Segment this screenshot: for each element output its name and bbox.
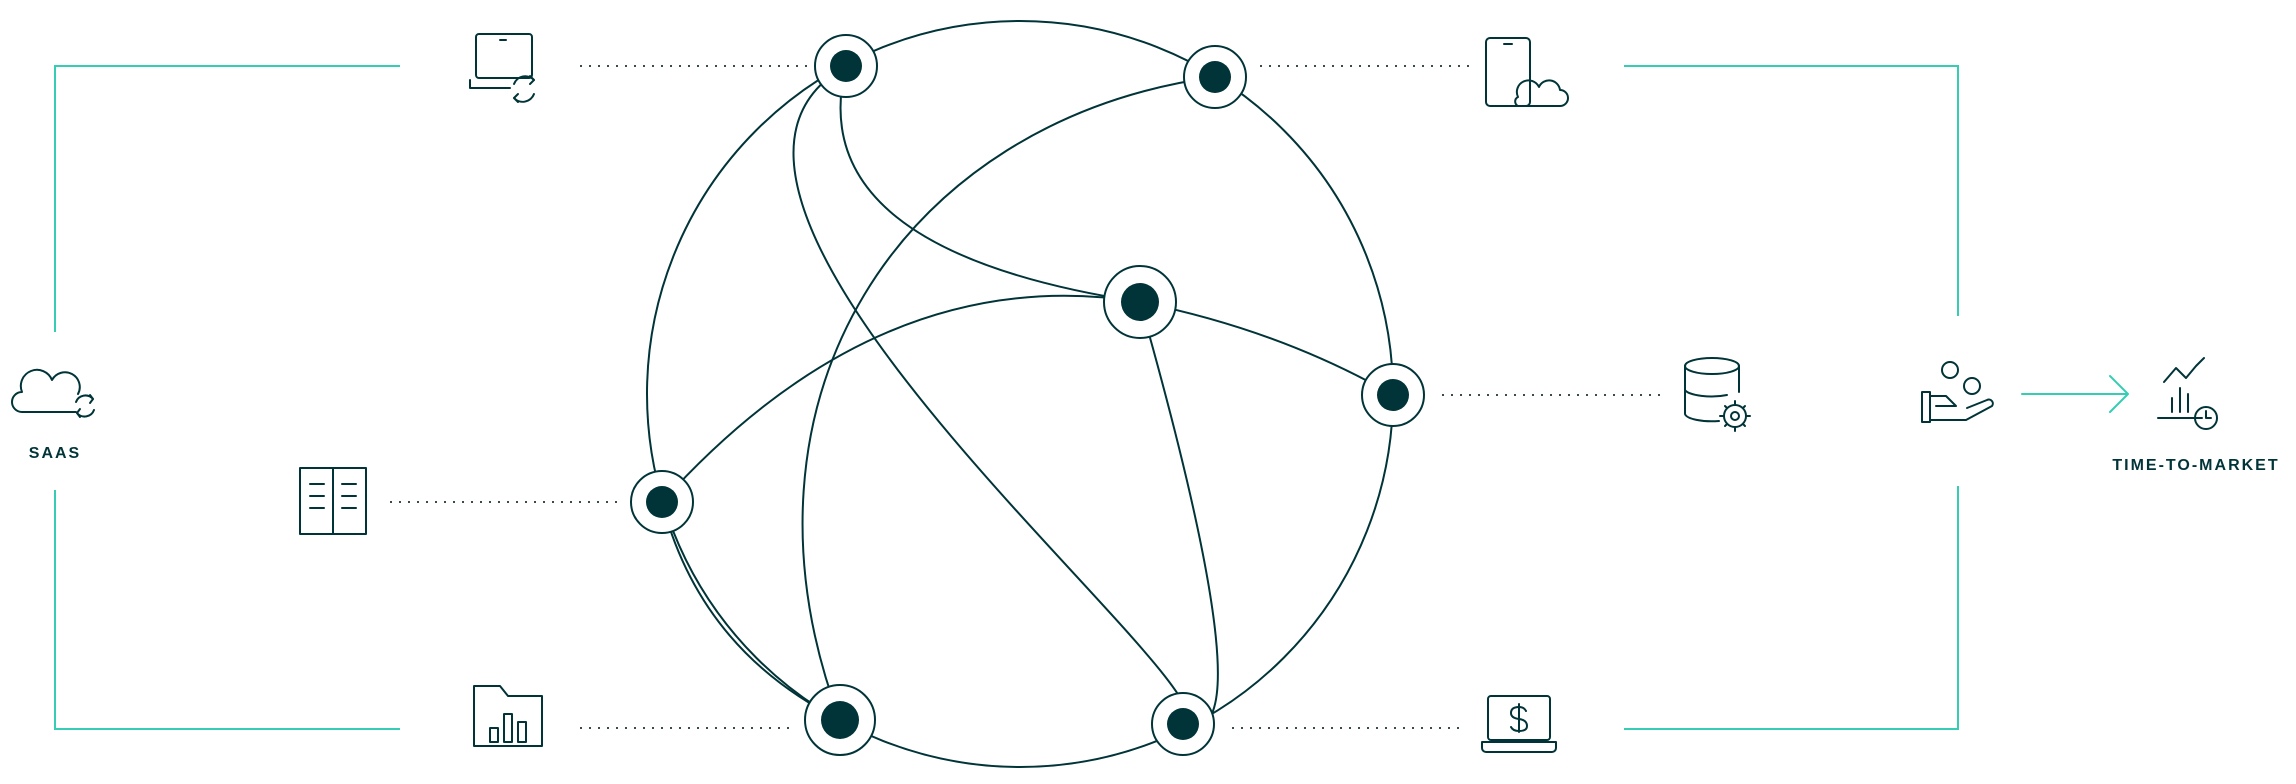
arc-e — [661, 294, 1394, 503]
node-left — [630, 470, 694, 534]
left-bracket-top — [54, 65, 400, 332]
node-top-left — [814, 34, 878, 98]
arc-c — [839, 65, 1141, 303]
arc-b — [801, 76, 1216, 721]
laptop-dollar-icon — [1481, 695, 1557, 753]
arc-f — [661, 501, 841, 721]
cloud-sync-icon — [11, 368, 95, 418]
dotted-connectors — [390, 65, 1660, 729]
node-top-right — [1183, 45, 1247, 109]
node-center — [1103, 265, 1177, 339]
hand-coins-icon — [1921, 361, 1994, 423]
left-bracket-bottom — [54, 490, 400, 730]
saas-label: SAAS — [29, 445, 81, 462]
arrow-right-icon — [2021, 375, 2129, 413]
time-to-market-label: TIME-TO-MARKET — [2112, 457, 2279, 474]
right-bracket-bottom — [1624, 486, 1959, 730]
right-bracket — [1624, 65, 1959, 730]
network-globe — [646, 20, 1394, 768]
node-bottom-left — [804, 684, 876, 756]
node-right — [1361, 363, 1425, 427]
node-bottom-right — [1151, 692, 1215, 756]
right-bracket-top — [1624, 65, 1959, 316]
phone-cloud-icon — [1485, 37, 1569, 107]
folder-chart-icon — [473, 685, 543, 747]
arc-a — [792, 65, 1189, 725]
chart-clock-icon — [2157, 357, 2218, 430]
laptop-sync-icon — [469, 33, 535, 103]
arc-d — [1139, 301, 1219, 728]
nodes — [630, 34, 1425, 756]
left-bracket — [54, 65, 400, 730]
database-gear-icon — [1684, 357, 1751, 432]
book-icon — [299, 467, 367, 535]
globe-outline — [646, 20, 1394, 768]
